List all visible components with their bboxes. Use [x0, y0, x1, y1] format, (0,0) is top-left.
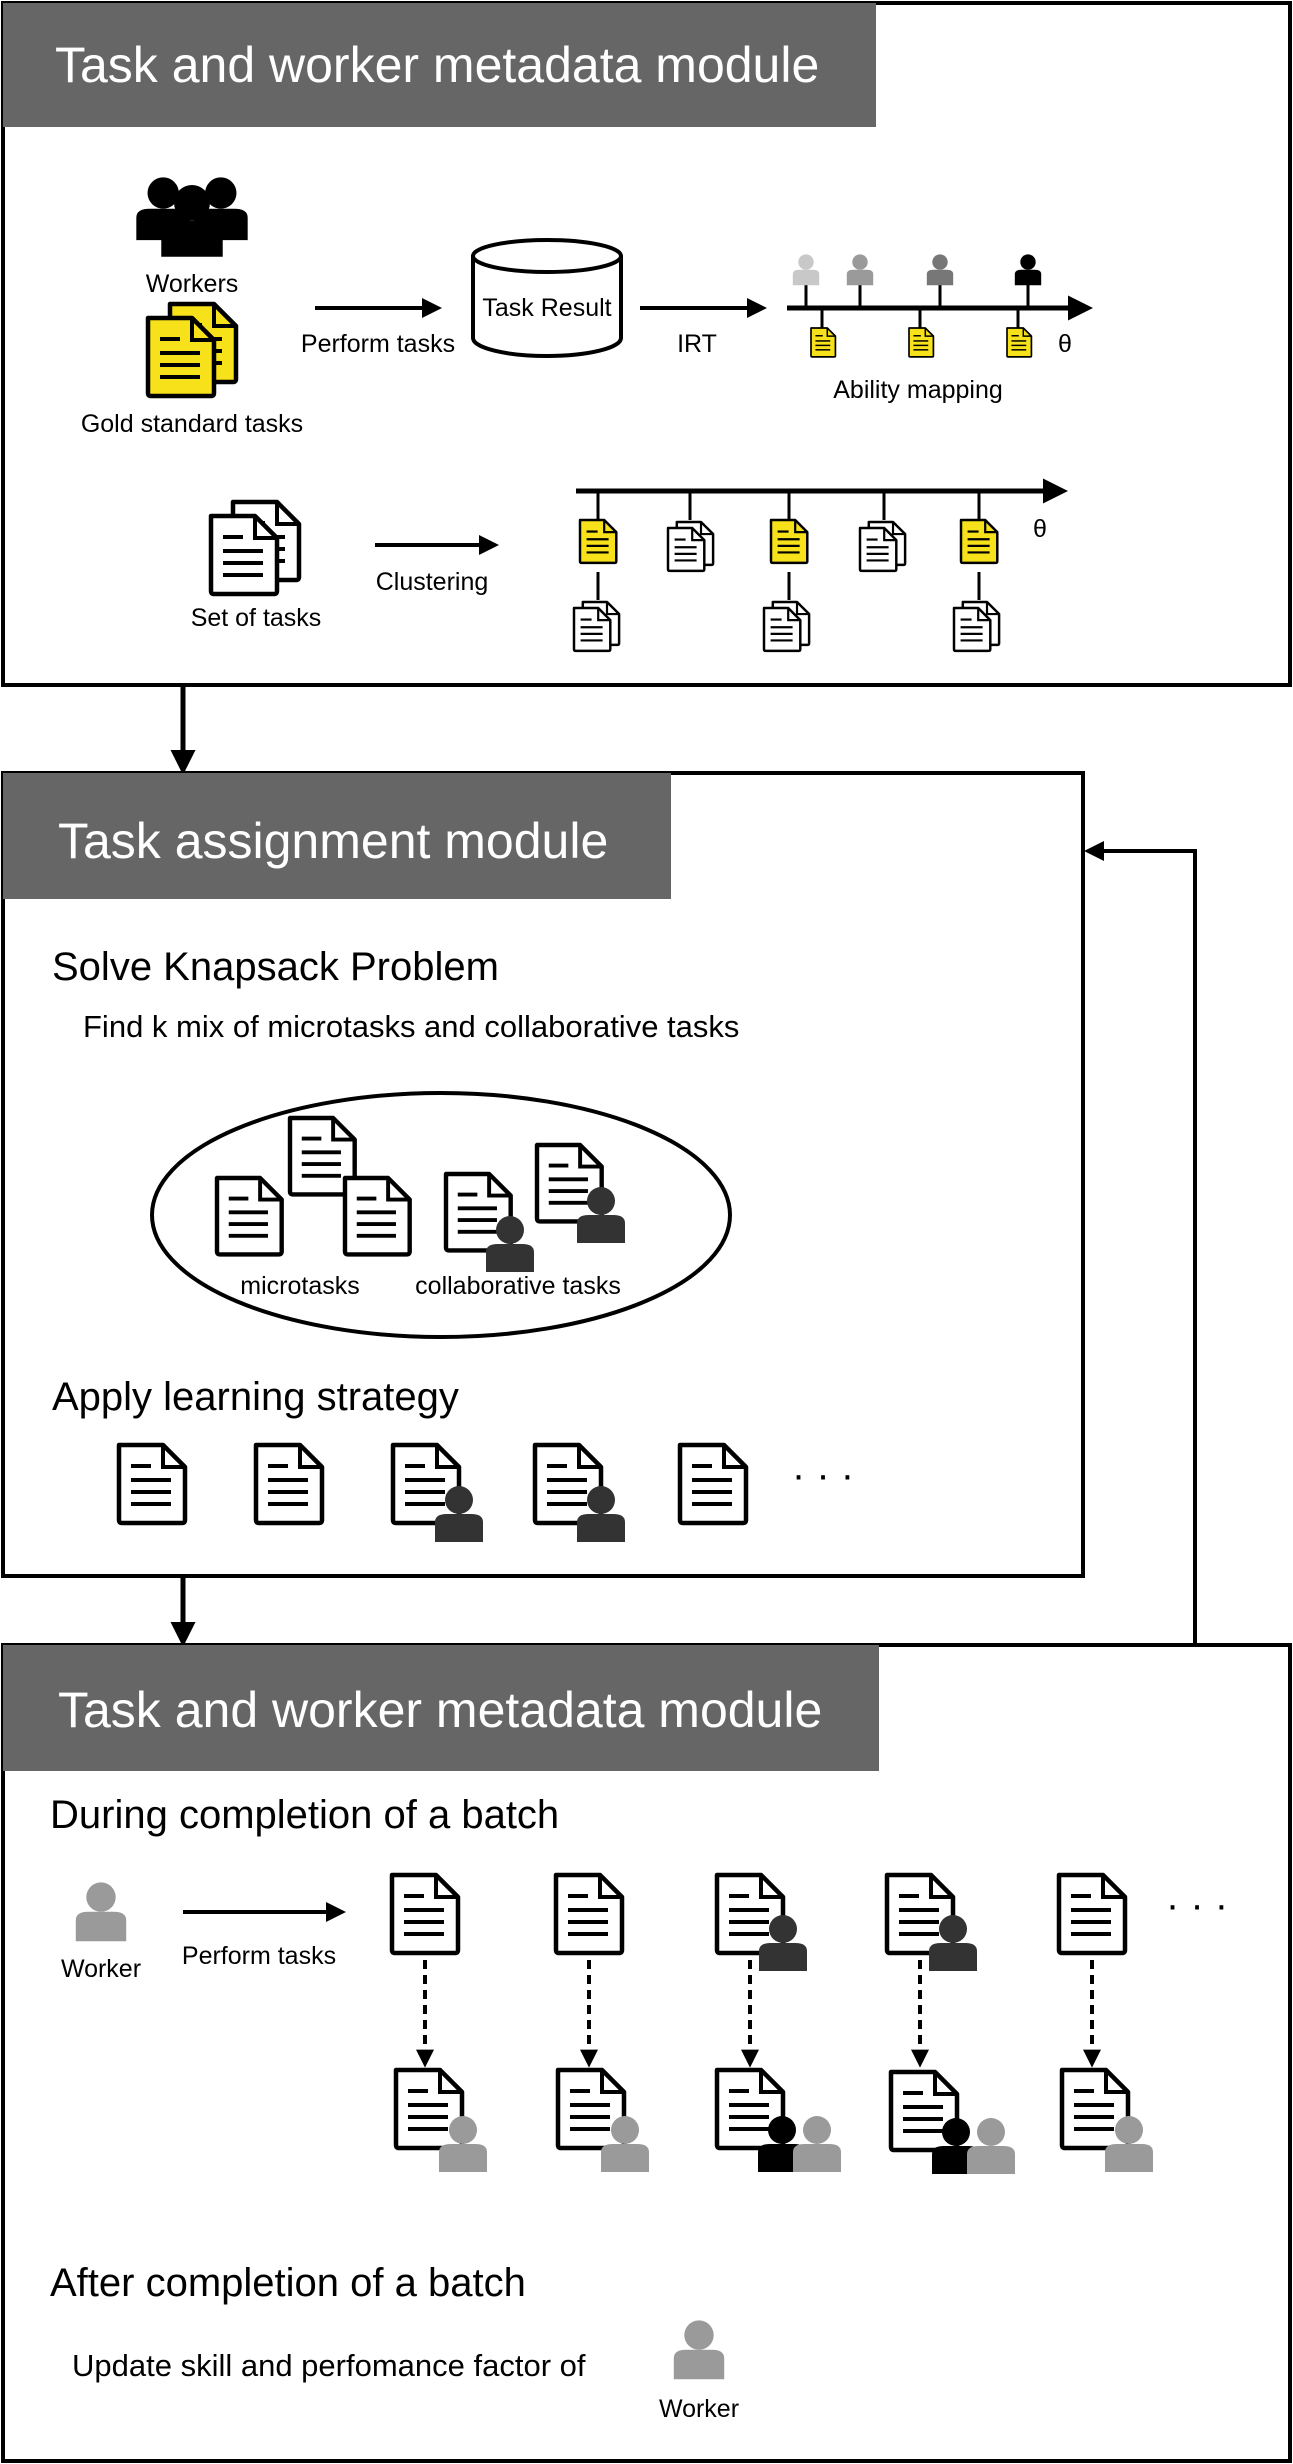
completion-arrows — [416, 1960, 1101, 2068]
batch-collaborative-task-icon — [887, 1875, 977, 1971]
worker-ability-icon — [846, 254, 874, 286]
gold-task-icon — [1006, 327, 1033, 358]
task-cluster-icon — [954, 602, 999, 651]
gold-task-icon — [959, 518, 999, 565]
workers-label: Workers — [146, 270, 239, 298]
batch-task-icon — [1059, 1875, 1125, 1953]
collaborative-task-icon — [537, 1145, 625, 1243]
sequence-ellipsis: · · · — [792, 1453, 854, 1497]
module-title: Task assignment module — [58, 813, 608, 869]
sequence-microtask-icon — [256, 1445, 322, 1523]
microtask-icon — [345, 1178, 410, 1254]
gold-task-icon — [810, 327, 837, 358]
sequence-collaborative-icon — [535, 1445, 625, 1542]
completed-collaborative-task-icon — [891, 2072, 1015, 2174]
completed-task-icon — [1062, 2070, 1153, 2172]
after-batch-heading: After completion of a batch — [50, 2261, 526, 2305]
task-result-database-icon — [471, 238, 623, 358]
task-result-label: Task Result — [482, 294, 611, 322]
ability-mapping-label: Ability mapping — [833, 376, 1003, 404]
worker-label: Worker — [61, 1955, 141, 1983]
workers-group-icon — [136, 177, 248, 257]
sequence-microtask-icon — [680, 1445, 746, 1523]
set-of-tasks-label: Set of tasks — [191, 604, 322, 632]
learning-strategy-heading: Apply learning strategy — [52, 1375, 459, 1419]
task-cluster-icon — [574, 602, 619, 651]
worker-ability-icon — [1014, 254, 1042, 286]
worker-ability-icon — [926, 254, 954, 286]
clustering-axis — [576, 478, 1068, 600]
module-header-bar — [3, 3, 876, 127]
module-title: Task and worker metadata module — [58, 1682, 822, 1738]
knapsack-description: Find k mix of microtasks and collaborati… — [83, 1009, 739, 1044]
theta-label: θ — [1058, 330, 1072, 358]
gold-task-icon — [578, 518, 618, 565]
ability-mapping-axis — [787, 285, 1093, 328]
gold-standard-tasks-icon — [148, 304, 236, 396]
theta-label: θ — [1033, 515, 1047, 543]
set-of-tasks-icon — [211, 502, 299, 594]
worker-icon — [75, 1882, 127, 1942]
gold-task-icon — [769, 518, 809, 565]
batch-task-icon — [392, 1875, 458, 1953]
irt-label: IRT — [677, 330, 717, 358]
collaborative-task-icon — [446, 1174, 534, 1272]
perform-tasks-label: Perform tasks — [182, 1942, 336, 1970]
completed-collaborative-task-icon — [717, 2070, 841, 2172]
task-cluster-icon — [860, 522, 905, 571]
task-mix-ellipse — [150, 1091, 732, 1339]
feedback-loop-arrow — [1084, 841, 1197, 1645]
batch-ellipsis: · · · — [1166, 1883, 1228, 1927]
completed-task-icon — [396, 2070, 487, 2172]
knapsack-heading: Solve Knapsack Problem — [52, 945, 499, 989]
module-task-worker-metadata-bottom: Task and worker metadata module During c… — [1, 1643, 1292, 2463]
during-batch-heading: During completion of a batch — [50, 1793, 559, 1837]
perform-tasks-label: Perform tasks — [301, 330, 455, 358]
module-task-assignment: Task assignment module Solve Knapsack Pr… — [1, 771, 1085, 1578]
worker-icon — [673, 2320, 725, 2380]
batch-task-icon — [556, 1875, 622, 1953]
gold-task-icon — [908, 327, 935, 358]
worker-ability-icon — [792, 254, 820, 286]
update-skill-text: Update skill and perfomance factor of — [72, 2348, 586, 2383]
completed-task-icon — [558, 2070, 649, 2172]
collaborative-tasks-label: collaborative tasks — [415, 1272, 621, 1300]
task-cluster-icon — [764, 602, 809, 651]
module-title: Task and worker metadata module — [55, 37, 819, 93]
batch-collaborative-task-icon — [717, 1875, 807, 1971]
module-header-bar — [3, 773, 671, 899]
module-header-bar — [3, 1645, 879, 1771]
task-cluster-icon — [668, 522, 713, 571]
microtask-icon — [217, 1178, 282, 1254]
microtasks-label: microtasks — [240, 1272, 359, 1300]
module-task-worker-metadata-top: Task and worker metadata module Workers … — [1, 1, 1292, 687]
sequence-collaborative-icon — [393, 1445, 483, 1542]
gold-standard-tasks-label: Gold standard tasks — [81, 410, 303, 438]
clustering-label: Clustering — [376, 568, 489, 596]
worker-label: Worker — [659, 2395, 739, 2423]
sequence-microtask-icon — [119, 1445, 185, 1523]
